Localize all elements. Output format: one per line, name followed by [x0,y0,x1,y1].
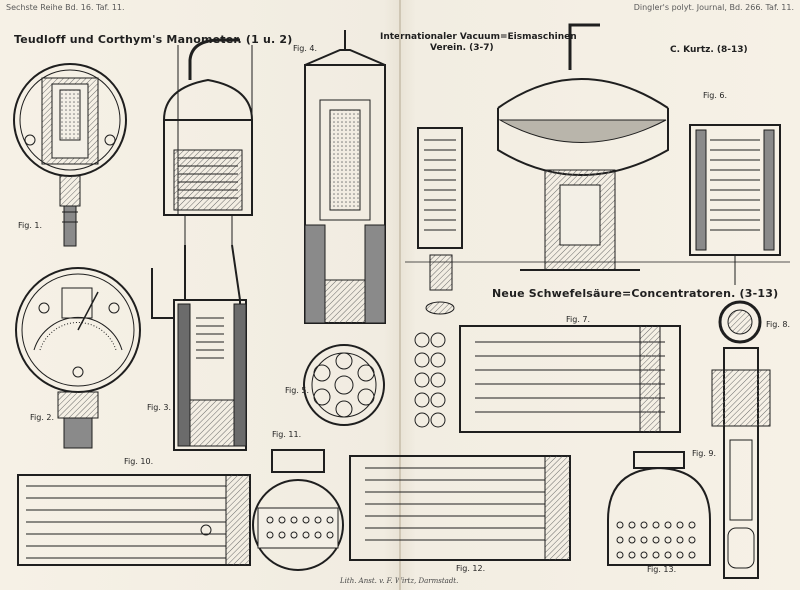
plate-header-left: Sechste Reihe Bd. 16. Taf. 11. [6,3,125,12]
fig3-cooler-drawing [151,38,253,451]
fig8-ring-drawing [718,300,762,344]
title-manometer: Teudloff und Corthym's Manometer. (1 u. … [14,33,293,46]
label-fig6: Fig. 6. [703,91,728,100]
title-schwefelsaeure: Neue Schwefelsäure=Concentratoren. (3-13… [492,287,779,300]
fig7-concentrator-drawing [414,301,681,433]
label-fig8: Fig. 8. [766,320,791,329]
title-vacuum-line2: Verein. (3-7) [430,43,494,53]
title-vacuum-line1: Internationaler Vacuum=Eismaschinen [380,32,577,42]
fig10-tube-bundle-drawing [17,474,251,566]
label-fig2: Fig. 2. [30,413,55,422]
label-fig11: Fig. 11. [272,430,302,439]
vacuum-ice-machine-drawing [405,23,790,291]
plate-header-right: Dingler's polyt. Journal, Bd. 266. Taf. … [633,3,794,12]
label-fig4: Fig. 4. [293,44,318,53]
label-fig13: Fig. 13. [647,565,677,574]
fig12-coil-bundle-drawing [349,455,571,561]
fig13-boiler-drawing [607,451,711,566]
label-fig10: Fig. 10. [124,457,154,466]
fig11-cylinder-drawing [252,449,344,571]
fig1-manometer-drawing [13,63,127,247]
label-fig12: Fig. 12. [456,564,486,573]
label-fig9: Fig. 9. [692,449,717,458]
label-fig5: Fig. 5. [285,386,310,395]
title-kurtz: C. Kurtz. (8-13) [670,45,748,55]
fig4-evaporator-drawing [304,30,386,324]
label-fig1: Fig. 1. [18,221,43,230]
fig5-cross-section-drawing [303,344,385,426]
label-fig3: Fig. 3. [147,403,172,412]
fig2-manometer-dial-drawing [15,267,141,449]
label-fig7: Fig. 7. [566,315,591,324]
fig9-pipe-section-drawing [711,347,771,579]
